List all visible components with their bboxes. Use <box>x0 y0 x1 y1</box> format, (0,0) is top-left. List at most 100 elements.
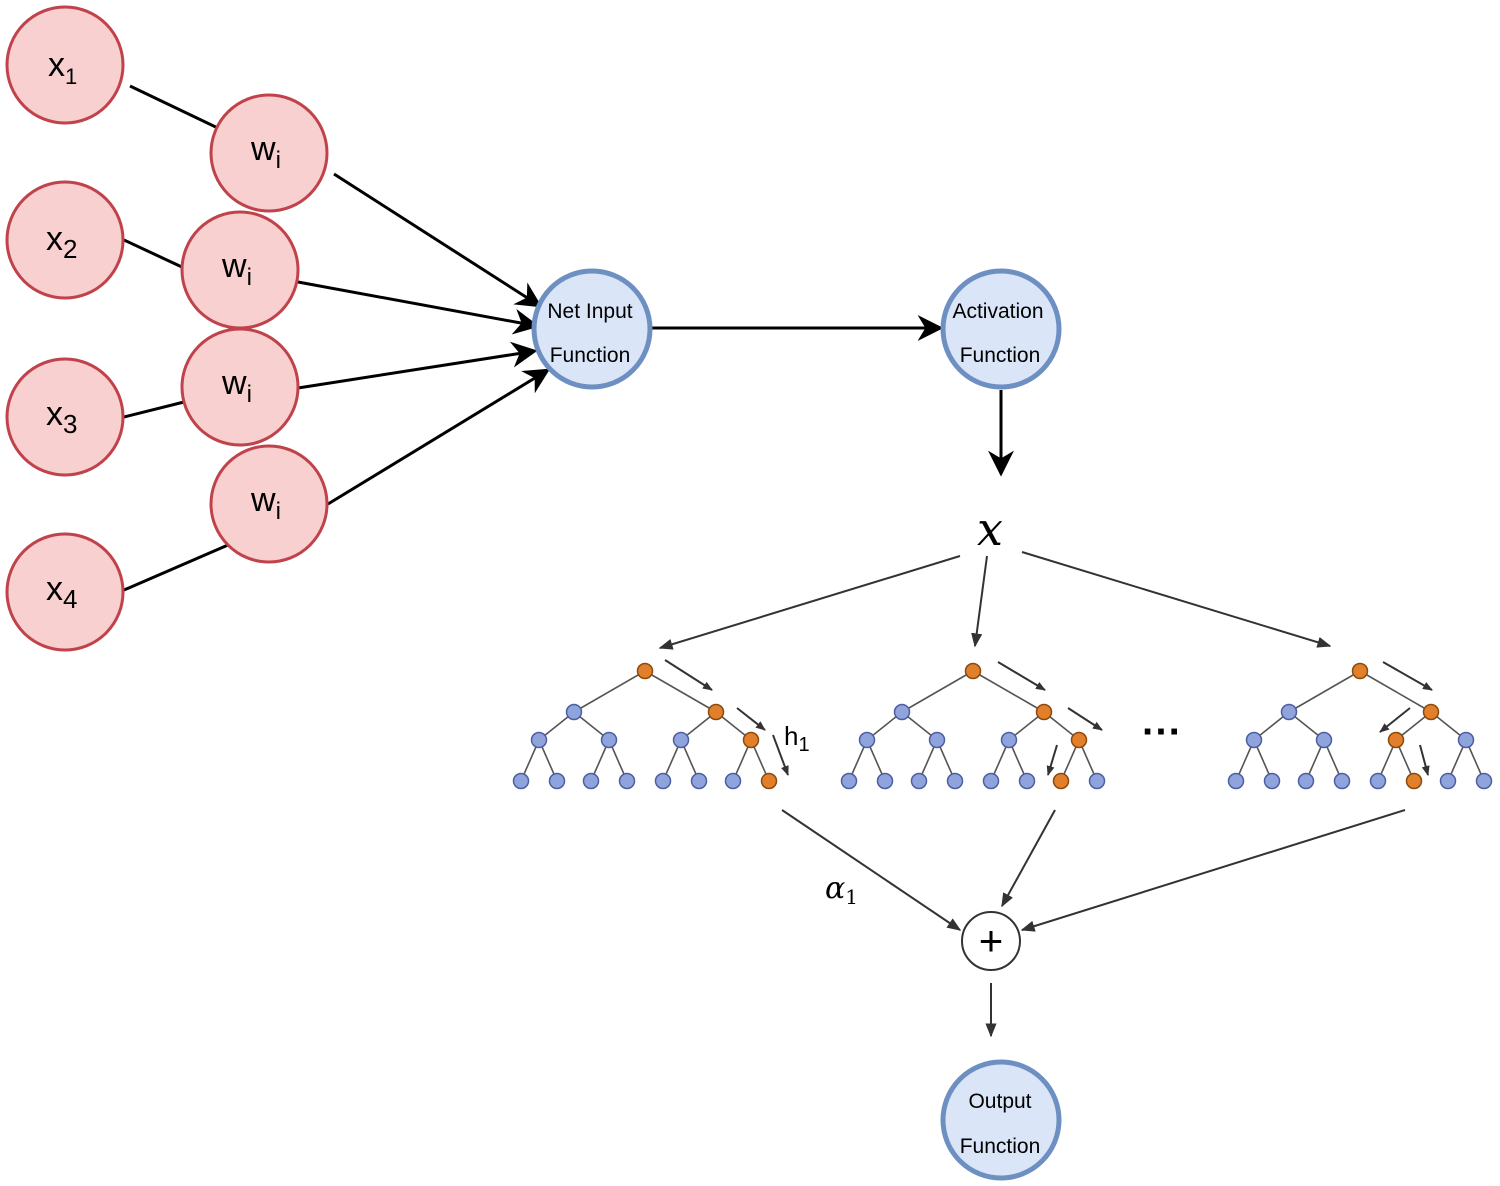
edge-w4-netinput <box>327 368 551 506</box>
input-subscript: 2 <box>63 234 77 264</box>
output-line2: Function <box>960 1135 1041 1158</box>
tree-path-arrow <box>1379 707 1411 733</box>
tree-node-active <box>964 662 982 680</box>
svg-text:x2: x2 <box>46 220 77 264</box>
tree-node <box>1297 772 1315 790</box>
plus-sign: + <box>979 917 1004 964</box>
tree-node-active <box>1387 731 1405 749</box>
decision-trees <box>512 659 1493 790</box>
input-label: x <box>46 570 63 608</box>
tree-node <box>600 731 618 749</box>
activation-line2: Function <box>960 344 1041 367</box>
net-input-function-node: Net Input Function <box>531 268 653 390</box>
edge-tree3-sum <box>1020 809 1406 932</box>
tree-sum-edges <box>781 809 1406 932</box>
decision-tree-2 <box>840 661 1106 790</box>
sum-node: + <box>961 911 1021 971</box>
tree-node <box>1439 772 1457 790</box>
input-node-x1: x1 <box>5 5 125 125</box>
decision-tree-1 <box>512 659 789 790</box>
tree-node <box>672 731 690 749</box>
svg-text:α1: α1 <box>825 871 858 909</box>
edge-tree2-sum <box>1001 809 1056 908</box>
edge-x1-w1 <box>129 84 223 132</box>
svg-text:x4: x4 <box>46 570 77 614</box>
tree-node <box>548 772 566 790</box>
tree-node <box>1315 731 1333 749</box>
tree-node <box>840 772 858 790</box>
tree-node <box>1369 772 1387 790</box>
weight-subscript: i <box>276 147 281 174</box>
weight-node-4: wi <box>209 444 329 564</box>
svg-text:wi: wi <box>221 247 252 291</box>
svg-text:x1: x1 <box>48 46 77 89</box>
weight-node-1: wi <box>209 93 329 213</box>
edge-x3-w3 <box>123 400 185 419</box>
tree-node <box>1088 772 1106 790</box>
tree-node <box>1333 772 1351 790</box>
svg-text:x3: x3 <box>46 395 77 439</box>
tree-node <box>582 772 600 790</box>
weight-netinput-edges <box>297 172 551 506</box>
svg-text:h1: h1 <box>784 721 810 756</box>
x-symbol: x <box>977 502 1003 556</box>
tree-node-active <box>1035 703 1053 721</box>
output-function-node: Output Function <box>940 1059 1062 1181</box>
alpha-label: α <box>825 871 845 906</box>
tree-node <box>690 772 708 790</box>
net-input-line2: Function <box>550 344 631 367</box>
tree-path-arrow <box>997 661 1046 691</box>
h-label: h <box>784 721 798 751</box>
trees-ellipsis: ··· <box>1142 710 1182 754</box>
tree-node-active <box>1070 731 1088 749</box>
svg-text:wi: wi <box>250 481 281 525</box>
svg-text:wi: wi <box>221 364 252 408</box>
edge-w3-netinput <box>297 341 538 390</box>
input-subscript: 4 <box>63 584 77 614</box>
tree-node <box>1018 772 1036 790</box>
input-label: x <box>48 46 65 84</box>
weight-label: w <box>250 481 276 519</box>
tree-node <box>1245 731 1263 749</box>
tree-path-arrow <box>664 659 713 691</box>
edge-x-tree3 <box>1021 551 1332 648</box>
tree-node-active <box>1405 772 1423 790</box>
weight-subscript: i <box>247 264 252 291</box>
decision-tree-3 <box>1227 661 1493 790</box>
weight-label: w <box>250 130 276 168</box>
edge-x2-w2 <box>123 238 185 270</box>
tree-node <box>876 772 894 790</box>
weight-subscript: i <box>276 498 281 525</box>
tree-node <box>1227 772 1245 790</box>
tree-path-arrow <box>772 734 789 776</box>
net-input-line1: Net Input <box>547 300 632 323</box>
tree-node-active <box>1351 662 1369 680</box>
tree-node <box>530 731 548 749</box>
weight-label: w <box>221 247 247 285</box>
activation-line1: Activation <box>952 300 1043 323</box>
edge-w2-netinput <box>297 280 540 335</box>
weight-label: w <box>221 364 247 402</box>
tree-node <box>1280 703 1298 721</box>
tree-node-active <box>1422 703 1440 721</box>
weight-subscript: i <box>247 381 252 408</box>
tree-path-arrow <box>1382 661 1433 691</box>
tree-node <box>1263 772 1281 790</box>
tree-edge <box>901 670 974 713</box>
tree-node-active <box>1052 772 1070 790</box>
tree-node <box>618 772 636 790</box>
tree-node <box>1000 731 1018 749</box>
edge-x-tree1 <box>658 555 961 650</box>
edge-x-tree2 <box>971 555 988 648</box>
tree-edge <box>972 670 1045 713</box>
h-subscript: 1 <box>798 734 809 756</box>
alpha-subscript: 1 <box>845 885 858 909</box>
tree-node <box>910 772 928 790</box>
tree-node <box>565 703 583 721</box>
edge-w1-netinput <box>333 172 543 308</box>
tree-node-active <box>742 731 760 749</box>
tree-node-active <box>636 662 654 680</box>
weight-node-2: wi <box>180 210 300 330</box>
tree-edge <box>1359 670 1432 713</box>
tree-path-arrow <box>1419 744 1430 776</box>
